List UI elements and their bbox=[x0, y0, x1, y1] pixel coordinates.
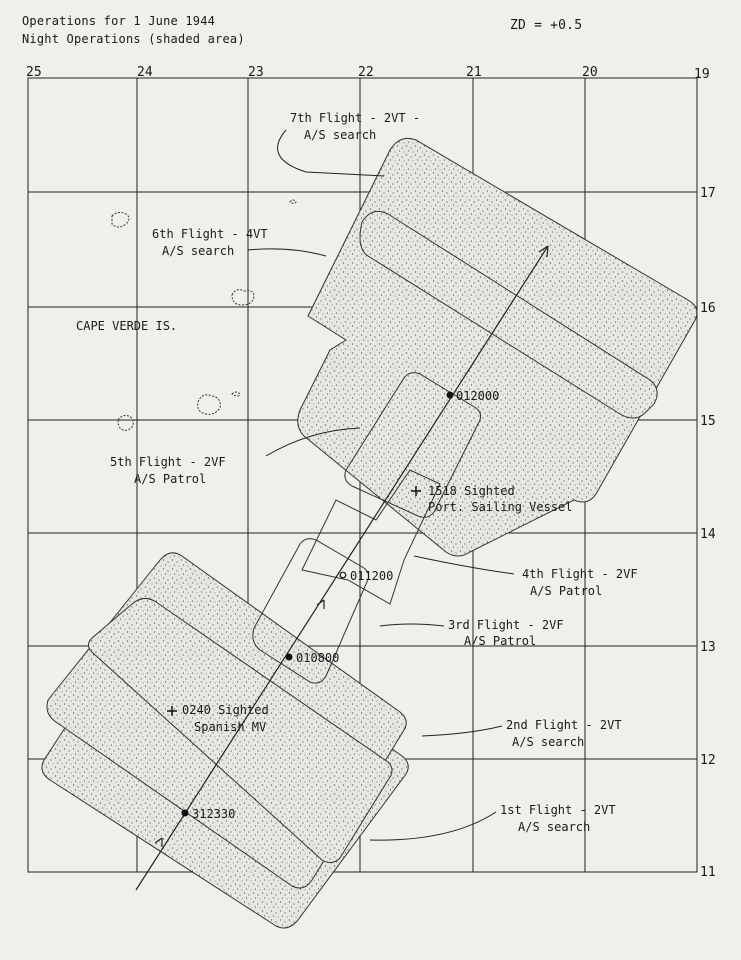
leader-flight7 bbox=[277, 129, 385, 177]
flight4-label: 4th Flight - 2VF bbox=[522, 567, 638, 581]
flight5-label: 5th Flight - 2VF bbox=[110, 455, 226, 469]
flight6-label: 6th Flight - 4VT bbox=[152, 227, 268, 241]
track-label-312330: 312330 bbox=[192, 807, 235, 821]
flight2-sub: A/S search bbox=[512, 735, 584, 749]
cape-verde-label: CAPE VERDE IS. bbox=[76, 319, 177, 333]
track-label-011200: 011200 bbox=[350, 569, 393, 583]
flight5-sub: A/S Patrol bbox=[134, 472, 206, 486]
lon-label-21: 21 bbox=[466, 65, 482, 80]
cape-verde-islands bbox=[111, 199, 297, 431]
lon-label-24: 24 bbox=[137, 65, 153, 80]
sighting-1518-line1: 1518 Sighted bbox=[428, 484, 515, 498]
zone-description: ZD = +0.5 bbox=[510, 18, 583, 33]
sighting-1518-line2: Port. Sailing Vessel bbox=[428, 500, 573, 514]
flight3-label: 3rd Flight - 2VF bbox=[448, 618, 564, 632]
leader-flight6 bbox=[247, 248, 327, 257]
grid-border bbox=[27, 77, 698, 873]
flight6-sub: A/S search bbox=[162, 244, 234, 258]
chart-title: Operations for 1 June 1944 bbox=[22, 14, 216, 28]
patrol-boxes bbox=[252, 372, 482, 684]
track-label-010800: 010800 bbox=[296, 651, 339, 665]
track-label-012000: 012000 bbox=[456, 389, 499, 403]
leader-flight3 bbox=[379, 623, 445, 627]
northern-search-areas bbox=[297, 137, 698, 557]
lon-label-20: 20 bbox=[582, 65, 598, 80]
leader-flight4 bbox=[413, 555, 515, 575]
track-point-312330 bbox=[181, 809, 189, 817]
lat-label-12: 12 bbox=[700, 753, 716, 768]
sighting-0240-line1: 0240 Sighted bbox=[182, 703, 269, 717]
lat-label-15: 15 bbox=[700, 414, 716, 429]
lon-label-19: 19 bbox=[694, 67, 710, 82]
southern-search-areas bbox=[41, 552, 409, 929]
leader-flight2 bbox=[421, 725, 503, 737]
lat-label-17: 17 bbox=[700, 186, 716, 201]
lat-label-16: 16 bbox=[700, 301, 716, 316]
leader-lines bbox=[247, 129, 515, 841]
lat-label-14: 14 bbox=[700, 527, 716, 542]
sighting-mark-0240 bbox=[167, 706, 177, 716]
flight2-label: 2nd Flight - 2VT bbox=[506, 718, 622, 732]
lon-label-22: 22 bbox=[358, 65, 374, 80]
track-arrow-south bbox=[154, 837, 163, 847]
track-arrow-north bbox=[538, 245, 549, 258]
lat-label-13: 13 bbox=[700, 640, 716, 655]
track-point-012000 bbox=[446, 391, 454, 399]
track-point-010800 bbox=[285, 653, 293, 661]
track-point-011200 bbox=[339, 571, 347, 579]
flight3-sub: A/S Patrol bbox=[464, 634, 536, 648]
sighting-mark-1518 bbox=[411, 486, 421, 496]
lat-label-11: 11 bbox=[700, 865, 716, 880]
leader-flight1 bbox=[369, 811, 497, 841]
lon-label-25: 25 bbox=[26, 65, 42, 80]
track-arrow-mid bbox=[316, 599, 325, 609]
track-line bbox=[135, 245, 549, 891]
chart-subtitle: Night Operations (shaded area) bbox=[22, 32, 245, 46]
flight-track bbox=[135, 245, 549, 891]
flight1-label: 1st Flight - 2VT bbox=[500, 803, 616, 817]
flight7-label: 7th Flight - 2VT - bbox=[290, 111, 420, 125]
flight1-sub: A/S search bbox=[518, 820, 590, 834]
sighting-0240-line2: Spanish MV bbox=[194, 720, 266, 734]
flight4-sub: A/S Patrol bbox=[530, 584, 602, 598]
flight7-sub: A/S search bbox=[304, 128, 376, 142]
lon-label-23: 23 bbox=[248, 65, 264, 80]
leader-flight5 bbox=[265, 427, 361, 457]
